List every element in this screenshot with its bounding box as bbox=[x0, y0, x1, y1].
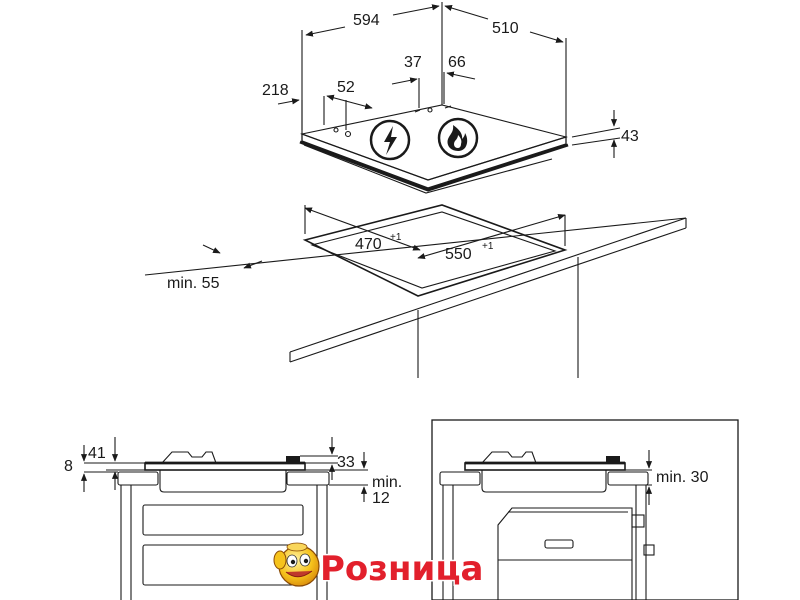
min-edge-label: min. 55 bbox=[167, 275, 220, 292]
dimension-center-offsets: 37 66 bbox=[391, 54, 476, 108]
logo-text: Розница bbox=[320, 549, 484, 589]
offset-66-label: 66 bbox=[448, 54, 466, 71]
min-below-value: 12 bbox=[372, 490, 390, 507]
min-below-label: min. bbox=[372, 474, 402, 491]
offset-218-label: 218 bbox=[262, 82, 289, 99]
min-clearance-label: min. 30 bbox=[656, 469, 709, 486]
cutout-width-tolerance: +1 bbox=[482, 241, 494, 252]
worktop-cutout: 470 +1 550 +1 min. 55 bbox=[144, 204, 687, 378]
side-view-left: 8 41 33 min. 12 bbox=[64, 437, 402, 600]
offset-37-label: 37 bbox=[404, 54, 422, 71]
offset-52-label: 52 bbox=[337, 79, 355, 96]
knob-height-33-label: 33 bbox=[337, 454, 355, 471]
cutout-depth-label: 470 bbox=[355, 236, 382, 253]
cutout-depth-tolerance: +1 bbox=[390, 232, 402, 243]
dimension-height: 43 bbox=[571, 110, 639, 158]
total-height-8-label: 8 bbox=[64, 458, 73, 475]
electric-lightning-icon bbox=[369, 119, 411, 161]
dimension-width-depth: 594 510 bbox=[301, 2, 567, 137]
hob-top-view bbox=[299, 104, 569, 194]
width-label: 594 bbox=[353, 12, 380, 29]
dimension-left-offsets: 218 52 bbox=[262, 79, 373, 130]
height-43-label: 43 bbox=[621, 128, 639, 145]
depth-label: 510 bbox=[492, 20, 519, 37]
top-height-41-label: 41 bbox=[88, 445, 106, 462]
cutout-width-label: 550 bbox=[445, 246, 472, 263]
gas-flame-icon bbox=[437, 117, 479, 159]
logo-mascot-icon bbox=[273, 542, 320, 587]
side-view-right: min. 30 bbox=[431, 419, 739, 600]
rozniza-logo: Розница bbox=[273, 542, 485, 591]
